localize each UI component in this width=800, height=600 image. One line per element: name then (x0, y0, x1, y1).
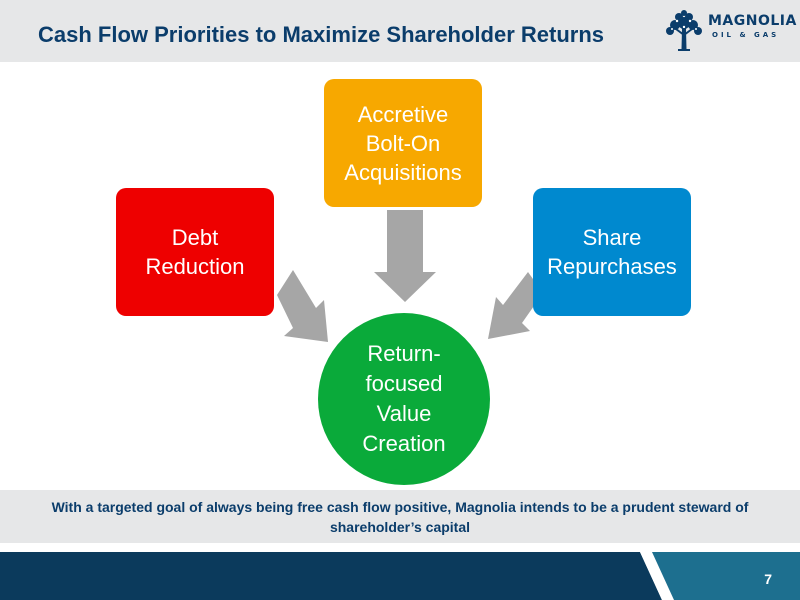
company-logo: MAGNOLIA OIL & GAS (662, 9, 796, 55)
arrow-left-diagonal (277, 270, 328, 342)
debt-reduction-label: Debt Reduction (145, 225, 245, 279)
debt-reduction-box: Debt Reduction (116, 188, 274, 316)
logo-wordmark: MAGNOLIA (708, 13, 797, 29)
page-number: 7 (764, 571, 772, 587)
header-bar: Cash Flow Priorities to Maximize Shareho… (0, 0, 800, 62)
page-title: Cash Flow Priorities to Maximize Shareho… (38, 22, 605, 47)
acquisitions-label: Accretive Bolt-On Acquisitions (344, 101, 462, 185)
logo-subtitle: OIL & GAS (712, 31, 780, 39)
arrow-right-diagonal (488, 272, 543, 339)
note-text: With a targeted goal of always being fre… (51, 498, 749, 535)
acquisitions-box: Accretive Bolt-On Acquisitions (324, 79, 482, 207)
value-creation-label: Return- focused Value Creation (362, 341, 446, 456)
note-band: With a targeted goal of always being fre… (0, 490, 800, 543)
value-creation-circle: Return- focused Value Creation (318, 313, 490, 485)
footer-bar (0, 552, 800, 600)
share-repurchases-box: Share Repurchases (533, 188, 691, 316)
arrow-top-down (374, 210, 436, 302)
share-repurchases-label: Share Repurchases (547, 225, 677, 279)
magnolia-tree-icon (666, 10, 702, 51)
